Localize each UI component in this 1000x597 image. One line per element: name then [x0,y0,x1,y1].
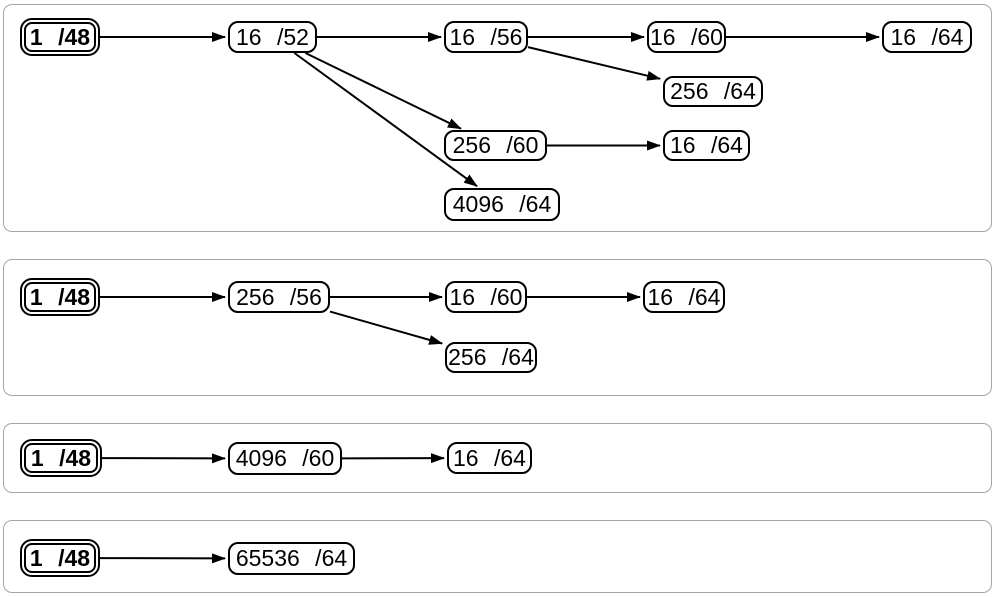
p3-start-node-1-48: 1 /48 [20,439,102,477]
p2-node-16-64: 16 /64 [643,281,725,313]
p3-node-16-64: 16 /64 [447,442,532,474]
panel-2 [3,259,992,396]
p1-node-16-52: 16 /52 [228,21,317,53]
p1-node-16-60: 16 /60 [647,21,726,53]
p2-node-256-64: 256 /64 [445,342,537,373]
p1-node-4096-64: 4096 /64 [444,188,560,221]
p2-node-256-56: 256 /56 [228,281,330,313]
p2-start-node-1-48: 1 /48 [20,278,100,316]
p4-node-65536-64: 65536 /64 [228,542,355,575]
p4-start-node-1-48: 1 /48 [20,539,100,577]
p1-node-256-60: 256 /60 [444,130,547,161]
p2-node-16-60: 16 /60 [445,281,527,313]
p1-node-16-56: 16 /56 [444,21,528,53]
p3-node-4096-60: 4096 /60 [228,442,342,475]
p1-start-node-1-48: 1 /48 [20,18,100,56]
p1-node-256-64: 256 /64 [663,76,763,107]
p1-node-16-64-top: 16 /64 [882,21,972,53]
panel-4 [3,520,992,593]
p1-node-16-64-mid: 16 /64 [663,130,750,161]
